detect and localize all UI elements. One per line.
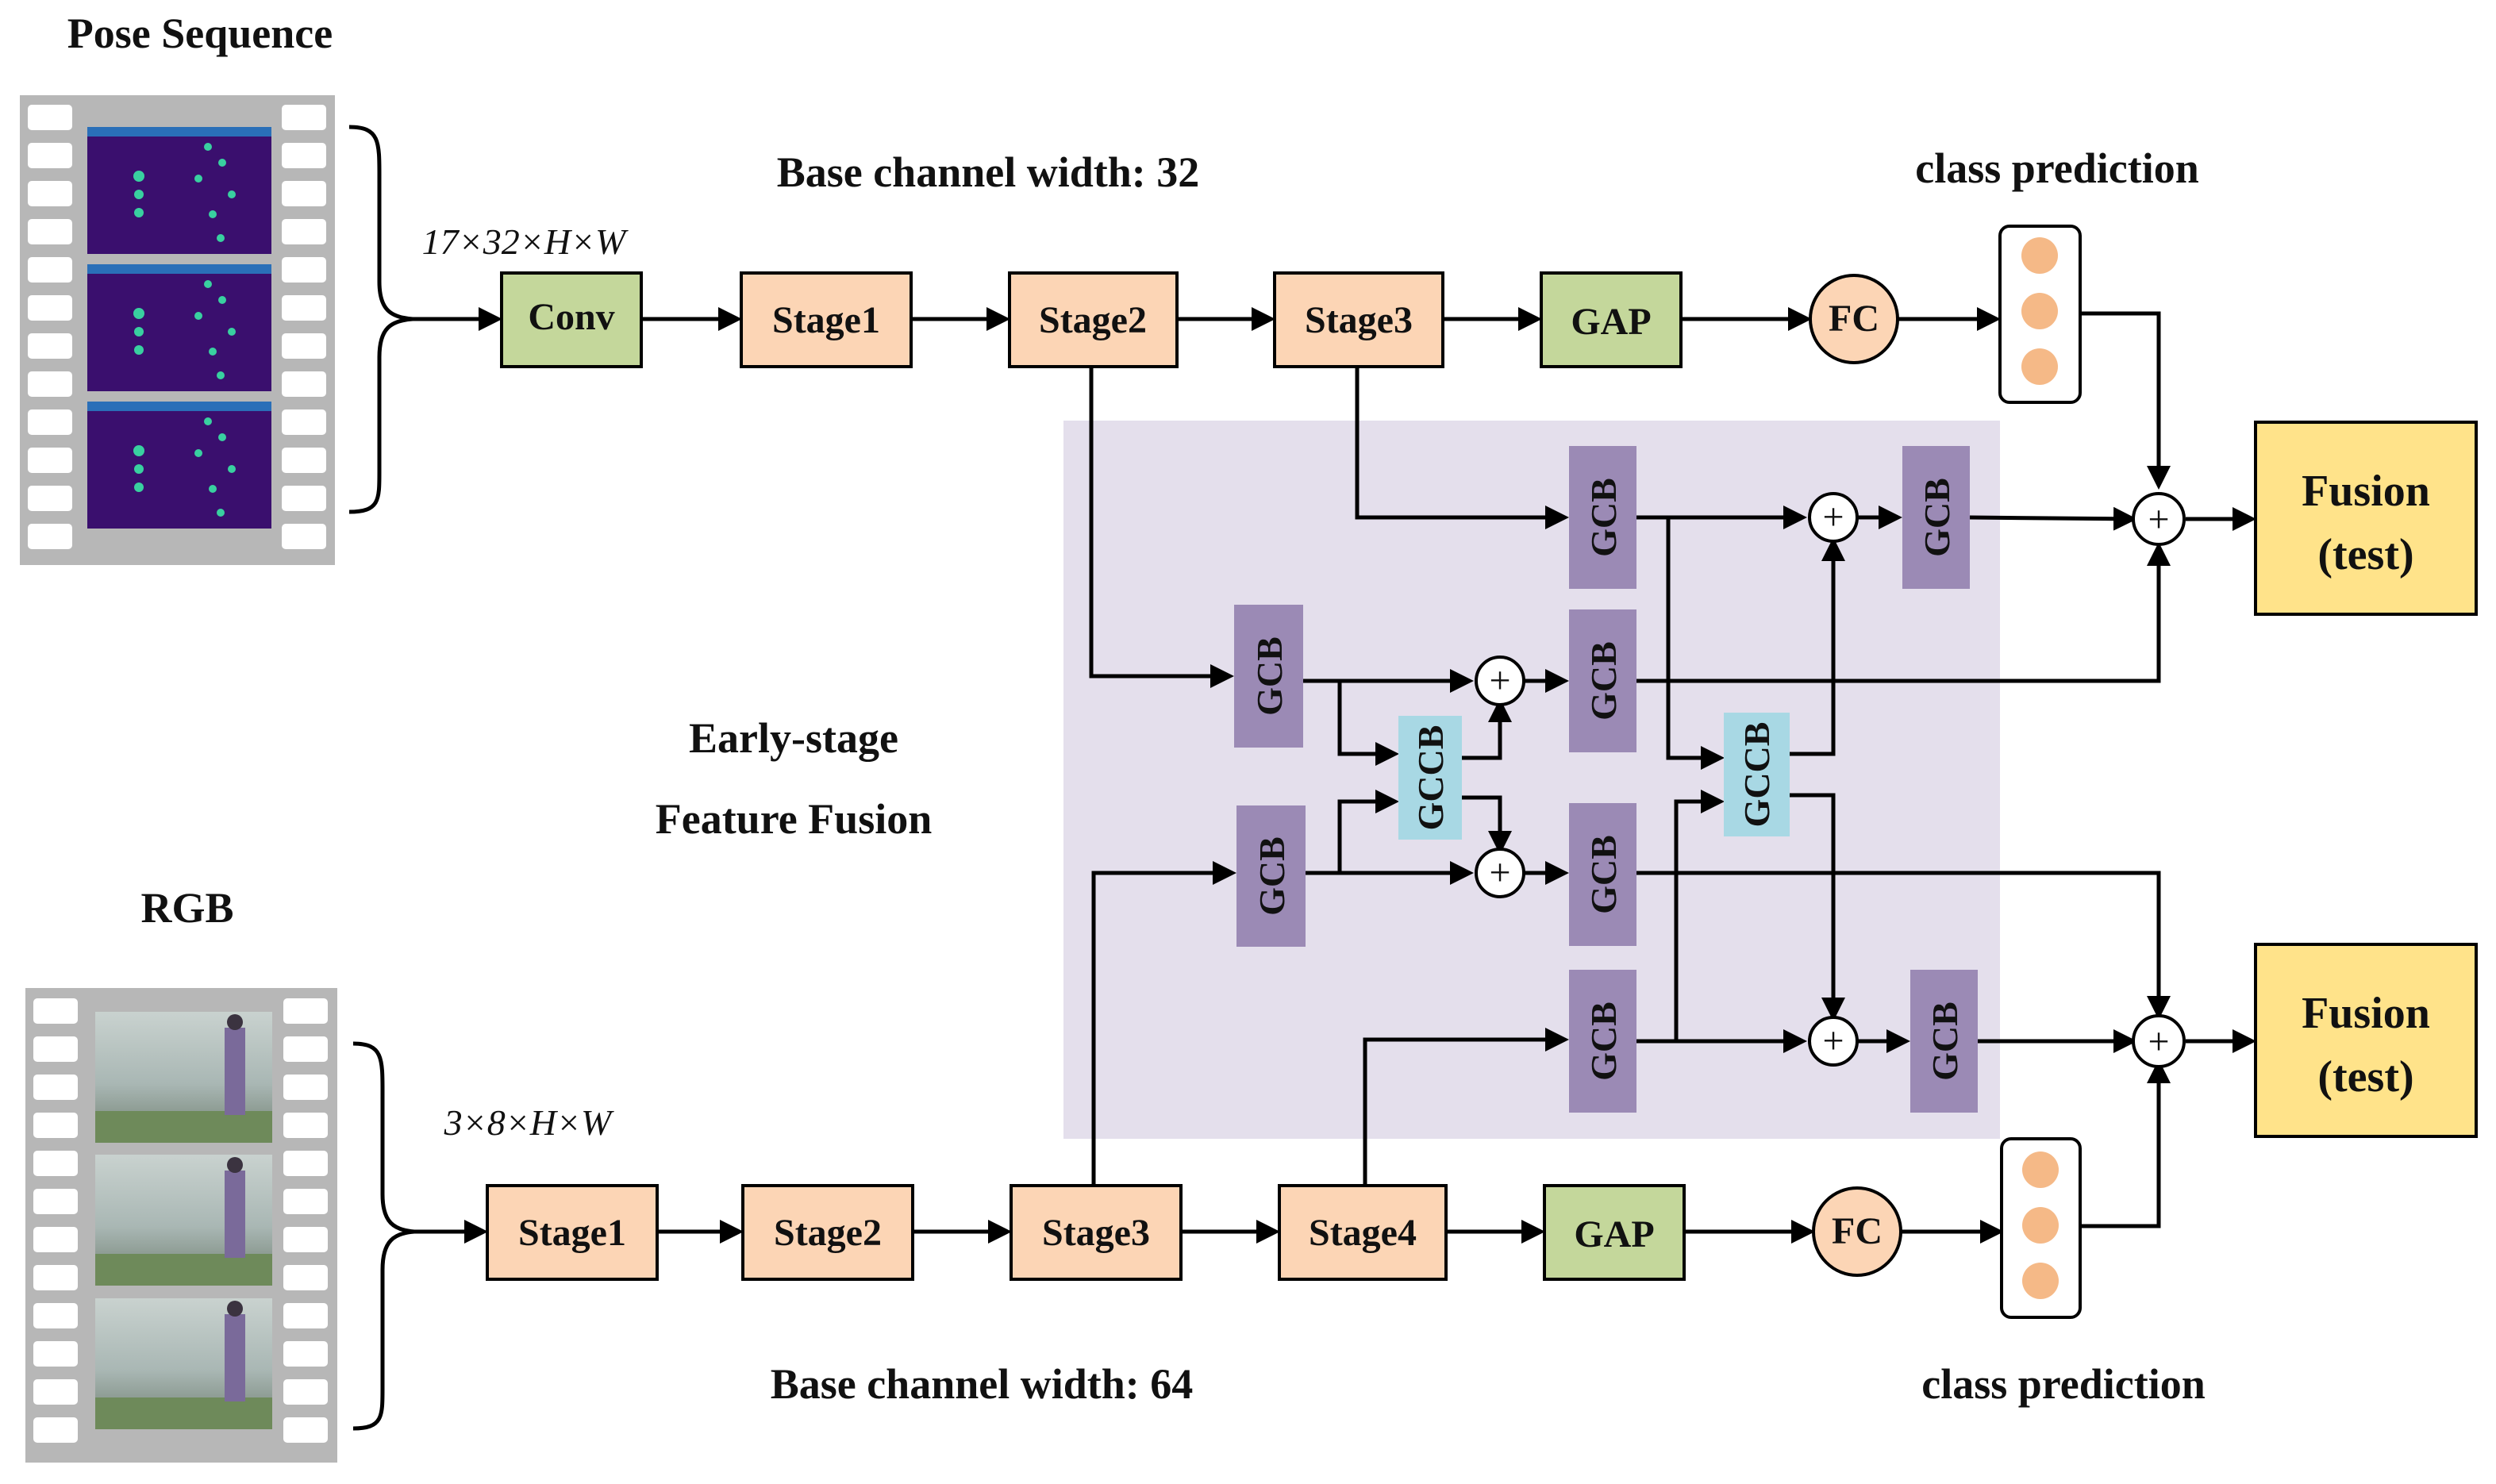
pose-stage2-box: Stage2 (1008, 271, 1179, 368)
gcb-block: GCB (1236, 805, 1306, 947)
fusion-connectors (1089, 367, 2256, 1184)
rgb-input-brace (352, 1041, 415, 1431)
svg-text:GCB: GCB (1583, 835, 1624, 914)
pose-heatmap-frame (87, 264, 271, 391)
svg-text:GCB: GCB (1583, 1002, 1624, 1081)
early-fusion-region (1063, 421, 2000, 1139)
pose-input-brace (348, 125, 413, 514)
gcb-block: GCB (1569, 803, 1636, 946)
gccb-block: GCCB (1398, 716, 1462, 840)
rgb-film-strip (25, 988, 337, 1463)
sum-node: + (1808, 492, 1859, 543)
gcb-block: GCB (1569, 609, 1636, 752)
svg-text:Stage2: Stage2 (774, 1212, 882, 1254)
gcb-block: GCB (1569, 970, 1636, 1113)
svg-text:GCCB: GCCB (1410, 725, 1451, 831)
svg-text:Stage1: Stage1 (518, 1212, 626, 1254)
pose-class-prediction-vector (1998, 225, 2082, 404)
final-sum-node-bottom: + (2132, 1014, 2186, 1068)
svg-text:GCB: GCB (1583, 641, 1624, 721)
svg-text:GCCB: GCCB (1736, 722, 1777, 828)
rgb-class-prediction-vector (2000, 1137, 2082, 1319)
svg-text:Stage1: Stage1 (772, 299, 880, 341)
pose-fc-node: FC (1809, 274, 1899, 364)
base-channel-width-top: Base channel width: 32 (777, 148, 1200, 196)
fusion-test-box-top: Fusion (test) (2254, 421, 2478, 616)
svg-text:GCB: GCB (1925, 1002, 1965, 1081)
rgb-gap-box: GAP (1543, 1184, 1686, 1281)
svg-text:GCB: GCB (1252, 836, 1292, 916)
sum-node: + (1808, 1016, 1859, 1067)
svg-text:(test): (test) (2317, 530, 2413, 579)
svg-text:Stage4: Stage4 (1309, 1212, 1417, 1254)
rgb-stage1-box: Stage1 (486, 1184, 659, 1281)
pose-branch-connectors (413, 307, 2171, 490)
svg-text:GAP: GAP (1574, 1213, 1654, 1255)
svg-text:+: + (1489, 659, 1510, 702)
class-prediction-label-bottom: class prediction (1921, 1360, 2206, 1408)
sum-node: + (1475, 655, 1525, 706)
pose-heatmap-frame (87, 127, 271, 254)
svg-text:GCB: GCB (1249, 636, 1290, 716)
rgb-branch-connectors (414, 1059, 2171, 1244)
fusion-test-box-bottom: Fusion (test) (2254, 943, 2478, 1138)
rgb-stage4-box: Stage4 (1278, 1184, 1448, 1281)
final-sum-node-top: + (2132, 492, 2186, 546)
pose-heatmap-frame (87, 402, 271, 529)
pose-stage1-box: Stage1 (740, 271, 913, 368)
rgb-video-frame (95, 1012, 272, 1143)
rgb-input-dims: 3×8×H×W (444, 1102, 614, 1143)
svg-text:Fusion: Fusion (2302, 467, 2430, 516)
class-prediction-label-top: class prediction (1915, 144, 2199, 192)
rgb-video-frame (95, 1298, 272, 1429)
gcb-block: GCB (1569, 446, 1636, 589)
svg-text:Stage3: Stage3 (1305, 299, 1413, 341)
sum-node: + (1475, 848, 1525, 898)
gccb-block: GCCB (1724, 713, 1790, 836)
rgb-title: RGB (140, 884, 233, 932)
svg-text:GCB: GCB (1917, 478, 1957, 557)
pose-sequence-title: Pose Sequence (67, 10, 333, 57)
svg-text:Stage3: Stage3 (1042, 1212, 1150, 1254)
rgb-stage3-box: Stage3 (1010, 1184, 1183, 1281)
pose-stage3-box: Stage3 (1273, 271, 1444, 368)
rgb-stage2-box: Stage2 (741, 1184, 914, 1281)
svg-text:GCB: GCB (1583, 478, 1624, 557)
svg-text:GAP: GAP (1571, 301, 1651, 343)
rgb-video-frame (95, 1155, 272, 1286)
pose-film-strip (20, 95, 335, 565)
svg-text:+: + (1822, 1020, 1844, 1062)
early-fusion-label-line1: Early-stage (689, 714, 898, 762)
svg-text:Stage2: Stage2 (1039, 299, 1147, 341)
pose-gap-box: GAP (1540, 271, 1683, 368)
svg-text:+: + (2148, 498, 2169, 540)
rgb-fc-node: FC (1812, 1186, 1902, 1277)
svg-text:+: + (2148, 1021, 2169, 1063)
svg-text:FC: FC (1832, 1210, 1883, 1252)
pose-input-dims: 17×32×H×W (422, 221, 629, 262)
svg-text:+: + (1489, 852, 1510, 894)
gcb-block: GCB (1910, 970, 1978, 1113)
base-channel-width-bottom: Base channel width: 64 (771, 1360, 1194, 1408)
svg-text:+: + (1822, 496, 1844, 538)
svg-text:(test): (test) (2317, 1052, 2413, 1101)
svg-text:Conv: Conv (528, 296, 614, 338)
svg-text:FC: FC (1829, 298, 1879, 340)
gcb-block: GCB (1902, 446, 1970, 589)
early-fusion-label-line2: Feature Fusion (656, 795, 933, 843)
pose-conv-box: Conv (500, 271, 643, 368)
svg-text:Fusion: Fusion (2302, 989, 2430, 1038)
gcb-block: GCB (1234, 605, 1303, 748)
